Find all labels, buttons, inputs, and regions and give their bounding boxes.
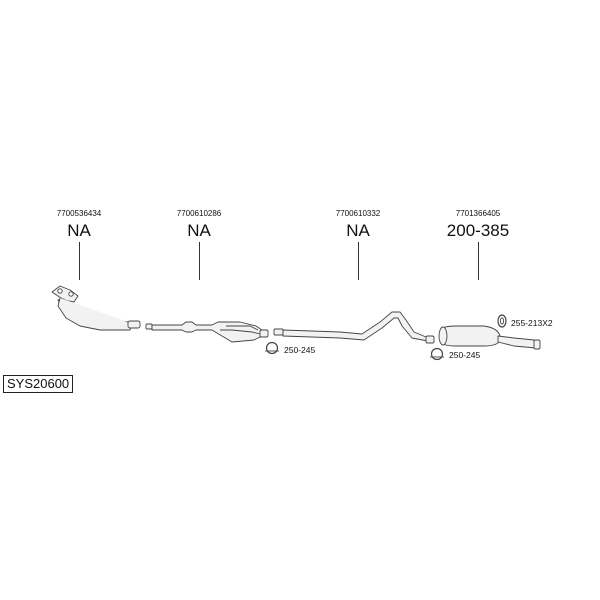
part-2-leader-line xyxy=(199,242,200,280)
part-3-oem-number: 7700610332 xyxy=(335,209,381,218)
part-1-code: NA xyxy=(67,221,91,240)
exhaust-clamp-1 xyxy=(265,341,279,355)
part-3-code: NA xyxy=(346,221,370,240)
part-2-oem-number: 7700610286 xyxy=(176,209,222,218)
rubber-hanger-gasket xyxy=(497,314,507,328)
gasket-label: 255-213X2 xyxy=(511,318,553,328)
front-downpipe-part xyxy=(51,285,141,331)
part-4-oem-number: 7701366405 xyxy=(455,209,501,218)
intermediate-pipe-part xyxy=(273,311,435,344)
clamp-2-label: 250-245 xyxy=(449,350,481,360)
part-1-oem-number: 7700536434 xyxy=(56,209,102,218)
part-4-code: 200-385 xyxy=(446,221,510,240)
rear-silencer-part xyxy=(438,325,541,350)
system-code-box: SYS20600 xyxy=(3,375,74,393)
part-3-leader-line xyxy=(358,242,359,280)
exhaust-clamp-2 xyxy=(430,347,444,361)
part-4-leader-line xyxy=(478,242,479,280)
middle-silencer-part xyxy=(145,321,269,343)
part-1-leader-line xyxy=(79,242,80,280)
part-2-code: NA xyxy=(187,221,211,240)
clamp-1-label: 250-245 xyxy=(284,345,316,355)
